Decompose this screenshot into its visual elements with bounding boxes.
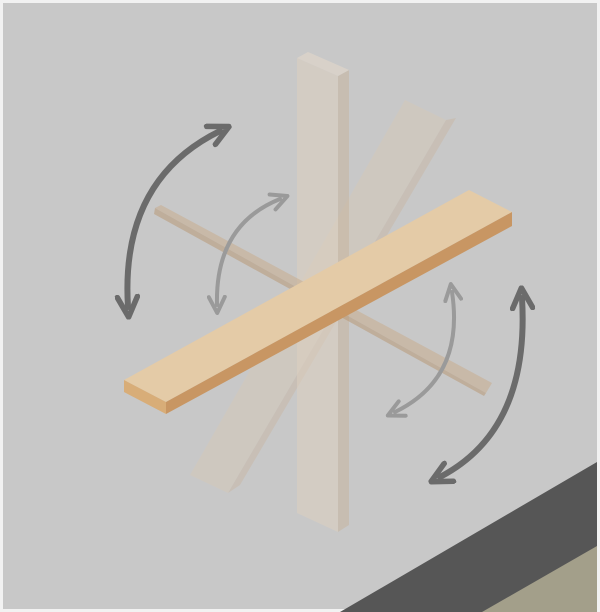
rotation-arrow-outer-right: [440, 298, 523, 477]
floor-light-strip: [482, 546, 597, 612]
floor-dark-strip: [340, 462, 597, 612]
main-board-side: [166, 212, 512, 414]
main-board-end: [124, 380, 166, 414]
rotation-arrow-inner-left: [206, 192, 290, 315]
main-board: [124, 190, 512, 414]
rotation-arrow-outer-left: [127, 131, 220, 307]
main-board-top: [124, 190, 512, 402]
